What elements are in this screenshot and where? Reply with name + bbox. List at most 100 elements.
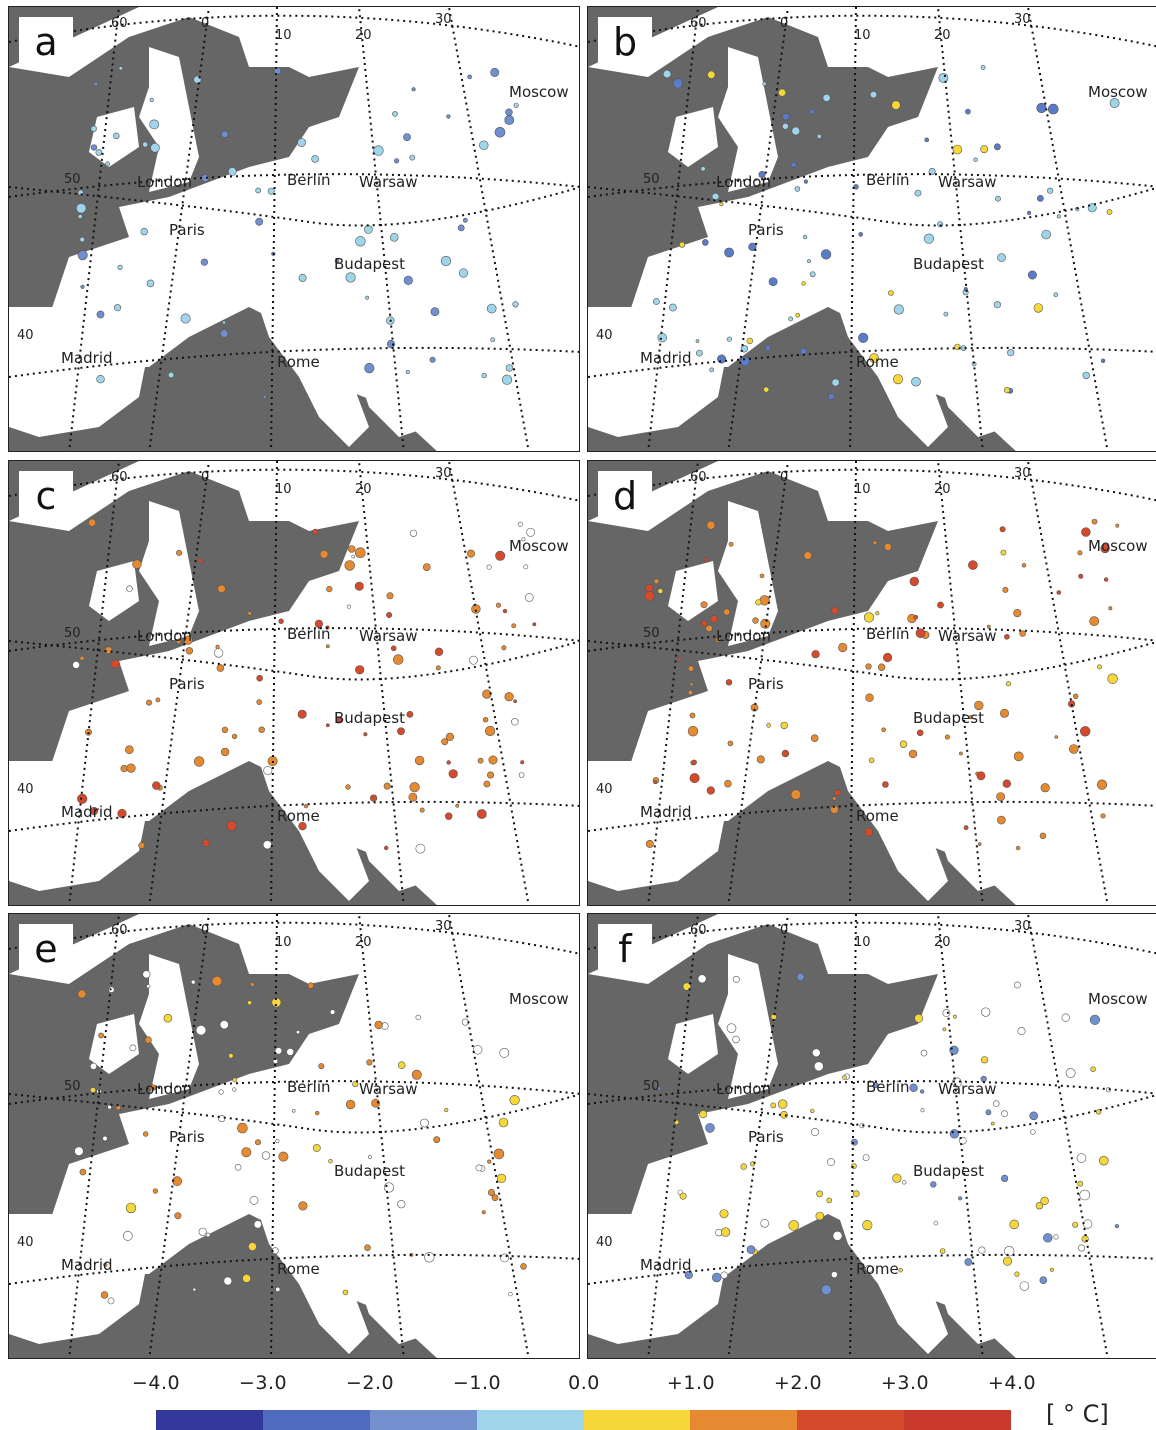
anomaly-marker bbox=[176, 549, 183, 556]
anomaly-marker bbox=[355, 236, 366, 247]
anomaly-marker bbox=[725, 679, 733, 686]
anomaly-marker bbox=[1009, 1219, 1020, 1230]
anomaly-marker bbox=[390, 645, 397, 652]
anomaly-marker bbox=[509, 1095, 520, 1106]
city-label: Paris bbox=[748, 675, 784, 693]
graticule-line bbox=[849, 914, 857, 1358]
grid-label: 40 bbox=[17, 782, 34, 797]
anomaly-marker bbox=[985, 1109, 992, 1116]
anomaly-marker bbox=[920, 1108, 925, 1113]
graticule-line bbox=[937, 461, 984, 905]
anomaly-marker bbox=[490, 337, 496, 343]
anomaly-marker bbox=[858, 332, 869, 343]
anomaly-marker bbox=[755, 599, 762, 606]
anomaly-marker bbox=[701, 620, 708, 627]
anomaly-marker bbox=[354, 581, 364, 591]
anomaly-marker bbox=[149, 119, 160, 130]
city-label: London bbox=[716, 627, 771, 645]
anomaly-marker bbox=[687, 726, 699, 737]
anomaly-marker bbox=[113, 132, 120, 140]
grid-label: 0 bbox=[201, 923, 209, 938]
anomaly-marker bbox=[976, 771, 986, 781]
anomaly-marker bbox=[298, 273, 307, 282]
colorbar-segment bbox=[476, 1410, 584, 1430]
anomaly-marker bbox=[909, 1083, 918, 1093]
grid-label: 20 bbox=[355, 28, 372, 43]
anomaly-marker bbox=[684, 1270, 693, 1280]
anomaly-marker bbox=[505, 364, 514, 372]
anomaly-marker bbox=[364, 1244, 371, 1252]
anomaly-marker bbox=[795, 312, 800, 318]
anomaly-marker bbox=[758, 171, 766, 179]
anomaly-marker bbox=[794, 186, 801, 192]
anomaly-marker bbox=[977, 842, 982, 846]
anomaly-marker bbox=[691, 759, 697, 766]
anomaly-marker bbox=[473, 1045, 483, 1055]
anomaly-marker bbox=[96, 375, 105, 384]
land-area bbox=[329, 307, 469, 437]
anomaly-marker bbox=[810, 734, 819, 743]
anomaly-marker bbox=[770, 1102, 777, 1109]
anomaly-marker bbox=[1004, 634, 1010, 640]
anomaly-marker bbox=[968, 560, 978, 570]
anomaly-marker bbox=[491, 1194, 499, 1202]
anomaly-marker bbox=[732, 1035, 740, 1044]
anomaly-marker bbox=[1100, 813, 1106, 819]
grid-label: 50 bbox=[64, 1079, 81, 1094]
anomaly-marker bbox=[760, 1218, 769, 1228]
anomaly-marker bbox=[374, 1020, 383, 1030]
anomaly-marker bbox=[406, 710, 414, 718]
anomaly-marker bbox=[672, 78, 683, 89]
anomaly-marker bbox=[980, 65, 986, 70]
anomaly-marker bbox=[271, 997, 282, 1008]
anomaly-marker bbox=[763, 386, 770, 393]
anomaly-marker bbox=[1065, 1068, 1076, 1078]
anomaly-marker bbox=[107, 1104, 112, 1110]
anomaly-marker bbox=[325, 723, 330, 728]
anomaly-marker bbox=[816, 1190, 823, 1198]
panel-letter: a bbox=[19, 17, 73, 67]
anomaly-marker bbox=[872, 540, 878, 546]
anomaly-marker bbox=[352, 1081, 359, 1088]
anomaly-marker bbox=[90, 1087, 97, 1094]
grid-label: 20 bbox=[934, 482, 951, 497]
anomaly-marker bbox=[126, 585, 133, 592]
anomaly-marker bbox=[1083, 1219, 1093, 1229]
anomaly-marker bbox=[909, 576, 919, 587]
anomaly-marker bbox=[679, 241, 686, 248]
anomaly-marker bbox=[1043, 1233, 1053, 1243]
anomaly-marker bbox=[1115, 523, 1120, 528]
land-area bbox=[668, 1014, 718, 1074]
anomaly-marker bbox=[103, 1262, 108, 1267]
graticule-line bbox=[9, 640, 579, 681]
land-area bbox=[718, 501, 778, 646]
anomaly-marker bbox=[898, 1268, 903, 1273]
anomaly-marker bbox=[405, 370, 410, 375]
anomaly-marker bbox=[219, 1020, 229, 1030]
anomaly-marker bbox=[475, 1164, 483, 1172]
grid-label: 30 bbox=[1014, 12, 1031, 27]
anomaly-marker bbox=[990, 1121, 995, 1126]
anomaly-marker bbox=[75, 203, 87, 214]
grid-label: 50 bbox=[643, 626, 660, 641]
anomaly-marker bbox=[107, 1297, 115, 1305]
anomaly-marker bbox=[234, 1164, 242, 1171]
anomaly-marker bbox=[995, 195, 1001, 202]
anomaly-marker bbox=[759, 573, 765, 579]
anomaly-marker bbox=[393, 654, 404, 665]
anomaly-marker bbox=[705, 1123, 715, 1133]
anomaly-marker bbox=[120, 765, 128, 773]
anomaly-marker bbox=[1056, 590, 1062, 595]
anomaly-marker bbox=[653, 578, 660, 585]
land-area bbox=[908, 1214, 1048, 1344]
anomaly-marker bbox=[193, 756, 205, 767]
anomaly-marker bbox=[125, 1202, 137, 1214]
anomaly-marker bbox=[429, 356, 436, 363]
anomaly-marker bbox=[702, 239, 709, 246]
colorbar-tick: −2.0 bbox=[345, 1372, 395, 1394]
anomaly-marker bbox=[409, 782, 420, 793]
anomaly-marker bbox=[996, 792, 1005, 801]
anomaly-marker bbox=[110, 659, 120, 669]
